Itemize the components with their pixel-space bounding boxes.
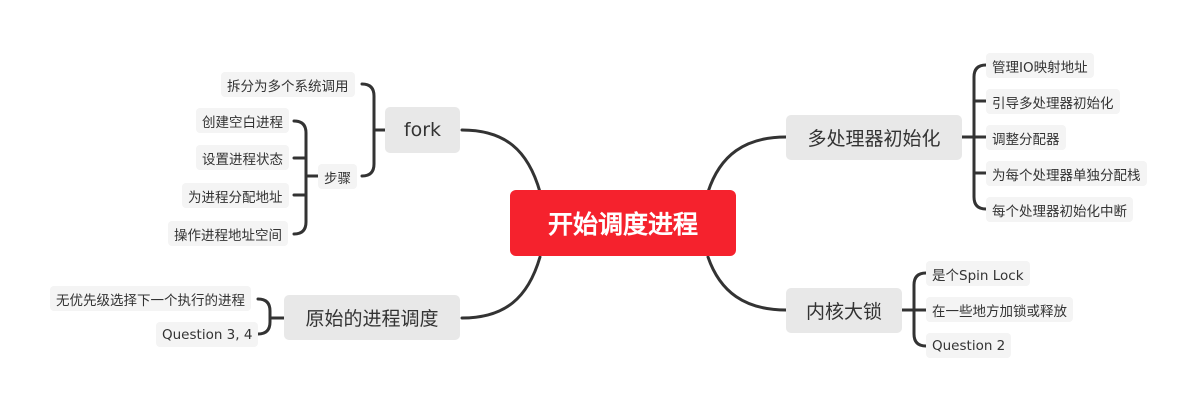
fork-child-steps[interactable]: 步骤 bbox=[318, 164, 357, 189]
fork-child-split-syscalls[interactable]: 拆分为多个系统调用 bbox=[221, 72, 355, 97]
connector-center-klock bbox=[706, 255, 788, 312]
connector-mp-bracket bbox=[960, 63, 988, 211]
branch-original-scheduling[interactable]: 原始的进程调度 bbox=[284, 295, 460, 340]
sched-child-question-3-4[interactable]: Question 3, 4 bbox=[156, 322, 259, 347]
steps-child-allocate-address[interactable]: 为进程分配地址 bbox=[182, 183, 289, 208]
connector-fork-bracket bbox=[360, 82, 387, 178]
branch-multiprocessor-init[interactable]: 多处理器初始化 bbox=[786, 115, 962, 160]
steps-child-create-blank-process[interactable]: 创建空白进程 bbox=[196, 108, 289, 133]
steps-child-operate-address-space[interactable]: 操作进程地址空间 bbox=[168, 221, 288, 246]
mp-child-io-mapping[interactable]: 管理IO映射地址 bbox=[986, 53, 1094, 78]
steps-child-set-process-state[interactable]: 设置进程状态 bbox=[196, 145, 289, 170]
mp-child-per-cpu-interrupts[interactable]: 每个处理器初始化中断 bbox=[986, 197, 1133, 222]
connector-center-sched bbox=[460, 255, 542, 320]
branch-kernel-lock[interactable]: 内核大锁 bbox=[786, 288, 902, 333]
mp-child-adjust-allocator[interactable]: 调整分配器 bbox=[986, 125, 1066, 150]
mp-child-per-cpu-stack[interactable]: 为每个处理器单独分配栈 bbox=[986, 161, 1147, 186]
klock-child-question-2[interactable]: Question 2 bbox=[926, 333, 1012, 358]
branch-fork[interactable]: fork bbox=[385, 107, 460, 153]
connector-klock-bracket bbox=[900, 271, 928, 348]
connector-sched-bracket bbox=[256, 297, 286, 336]
sched-child-no-priority[interactable]: 无优先级选择下一个执行的进程 bbox=[50, 286, 251, 311]
connector-steps-bracket bbox=[292, 119, 320, 236]
klock-child-spin-lock[interactable]: 是个Spin Lock bbox=[926, 261, 1030, 286]
connector-center-mp bbox=[706, 135, 788, 194]
connector-center-fork bbox=[460, 128, 542, 194]
mp-child-boot-mp-init[interactable]: 引导多处理器初始化 bbox=[986, 89, 1120, 114]
central-topic[interactable]: 开始调度进程 bbox=[510, 190, 736, 256]
klock-child-lock-release[interactable]: 在一些地方加锁或释放 bbox=[926, 297, 1073, 322]
